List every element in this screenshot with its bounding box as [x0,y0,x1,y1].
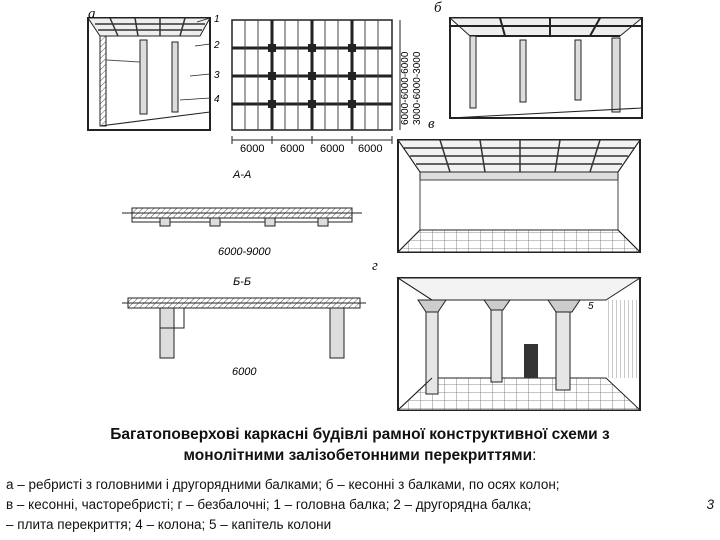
plan-dim-1: 6000 [240,143,264,155]
plan-dim-right: 6000-6000-6000 [400,51,411,125]
label-a: а [88,6,96,22]
figure-caption-title: Багатоповерхові каркасні будівлі рамної … [0,424,720,466]
caption-title-line1: Багатоповерхові каркасні будівлі рамної … [110,426,610,443]
plan-dim-2: 6000 [280,143,304,155]
callout-a-2: 2 [213,40,220,51]
section-aa [122,207,362,227]
label-v: в [428,116,435,132]
label-g: г [372,258,378,274]
section-aa-span: 6000-9000 [218,246,271,258]
section-bb [122,297,366,359]
section-bb-span: 6000 [232,366,257,378]
legend-line-2: в – кесонні, часторебристі; г – безбалоч… [6,495,714,515]
label-b: б [434,0,442,16]
caption-title-colon: : [532,447,537,464]
drawing-v-coffered [396,139,642,253]
callout-a-1: 1 [214,14,220,25]
legend-line-1: а – ребристі з головними і другорядними … [6,477,560,492]
plan-grid [231,19,401,144]
plan-dim-4: 6000 [358,143,382,155]
callout-g-5: 5 [588,301,594,312]
legend-line-2-text: в – кесонні, часторебристі; г – безбалоч… [6,497,532,512]
drawing-b-caisson [448,17,644,119]
section-bb-title: Б-Б [233,276,251,288]
plan-dim-3: 6000 [320,143,344,155]
section-aa-title: А-А [232,169,251,181]
figure-drawings: 1 2 3 4 6000 6000 6000 6000 6000- [87,14,644,411]
drawing-a-ribbed [87,17,211,131]
callout-a-4: 4 [214,94,220,105]
figure-legend: а – ребристі з головними і другорядними … [6,475,714,535]
legend-line-3: – плита перекриття; 4 – колона; 5 – капі… [6,517,332,532]
plan-dim-right2: 3000-6000-3000 [412,51,423,125]
caption-title-line2: монолітними залізобетонними перекриттями [183,447,533,464]
callout-a-3: 3 [214,70,220,81]
drawing-g-beamless [396,277,642,411]
legend-line-2-number: 3 [706,497,714,512]
